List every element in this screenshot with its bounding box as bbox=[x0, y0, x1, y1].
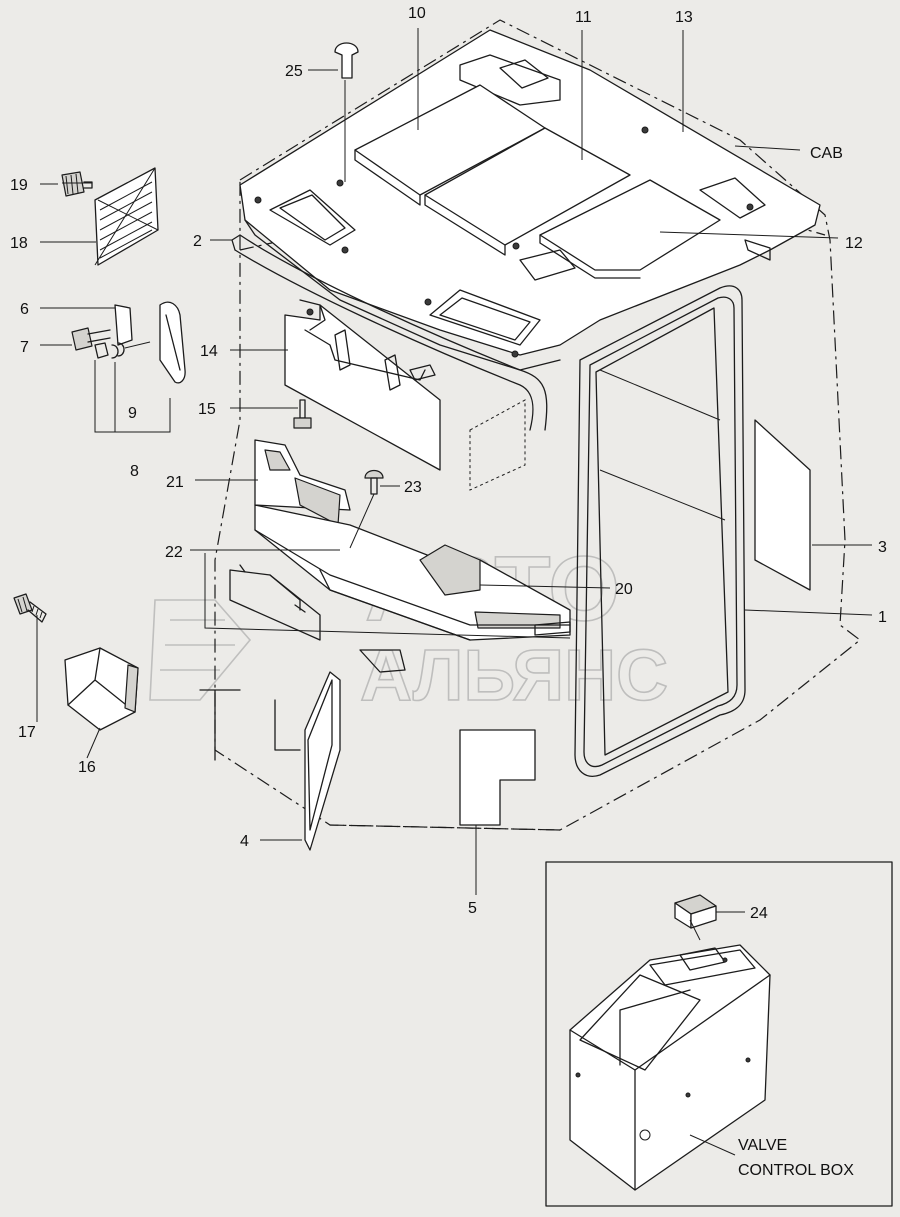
lower-panels bbox=[199, 564, 536, 851]
washer-9 bbox=[111, 344, 119, 359]
bracket-6 bbox=[114, 304, 133, 346]
roof-panel-12 bbox=[539, 179, 721, 271]
callout-1: 1 bbox=[878, 609, 887, 626]
screw-23 bbox=[349, 469, 384, 549]
callout-16: 16 bbox=[78, 759, 96, 776]
roof-hatch bbox=[699, 177, 766, 219]
bolt-7 bbox=[71, 327, 93, 351]
center-vent bbox=[429, 289, 541, 346]
callout-6: 6 bbox=[20, 301, 29, 318]
callout-8: 8 bbox=[130, 463, 139, 480]
screw-15 bbox=[293, 399, 312, 429]
valve-control-box-inset bbox=[545, 861, 893, 1207]
valve-control-box bbox=[569, 944, 771, 1191]
callout-12: 12 bbox=[845, 235, 863, 252]
callout-19: 19 bbox=[10, 177, 28, 194]
callout-21: 21 bbox=[166, 474, 184, 491]
callout-17: 17 bbox=[18, 724, 36, 741]
roof-assembly bbox=[239, 29, 821, 371]
callout-22: 22 bbox=[165, 544, 183, 561]
mirror-assembly bbox=[71, 301, 186, 433]
callout-5: 5 bbox=[468, 900, 477, 917]
inset-frame bbox=[545, 861, 893, 1207]
roof-panel-11 bbox=[424, 127, 631, 246]
callout-25: 25 bbox=[285, 63, 303, 80]
callout-10: 10 bbox=[408, 5, 426, 22]
callout-20: 20 bbox=[615, 581, 633, 598]
front-panel-14 bbox=[284, 299, 441, 471]
callout-23: 23 bbox=[404, 479, 422, 496]
callout-18: 18 bbox=[10, 235, 28, 252]
callout-3: 3 bbox=[878, 539, 887, 556]
callout-11: 11 bbox=[575, 9, 592, 26]
rear-vent bbox=[519, 249, 576, 281]
leader-lines bbox=[36, 28, 873, 1156]
floor-panel-5 bbox=[459, 729, 536, 826]
dash-console bbox=[254, 439, 571, 641]
knob-19 bbox=[61, 171, 93, 197]
callout-15: 15 bbox=[198, 401, 216, 418]
callout-24: 24 bbox=[750, 905, 768, 922]
watermark-line2: АЛЬЯНС bbox=[360, 636, 668, 716]
label-cab: CAB bbox=[810, 145, 843, 162]
callout-labels: 10 11 13 25 CAB 19 2 18 12 6 7 14 9 15 8… bbox=[10, 5, 887, 1179]
label-control-box: CONTROL BOX bbox=[738, 1162, 854, 1179]
cover-16 bbox=[64, 647, 139, 731]
side-panel-4 bbox=[304, 671, 341, 851]
bracket-22 bbox=[229, 569, 321, 641]
side-panel-3 bbox=[754, 419, 811, 591]
watermark-logo-mark bbox=[149, 599, 252, 701]
callout-14: 14 bbox=[200, 343, 218, 360]
bolt-17 bbox=[13, 593, 47, 623]
door-seal bbox=[574, 285, 746, 777]
callout-9: 9 bbox=[128, 405, 137, 422]
grille-18 bbox=[94, 167, 159, 266]
front-vent bbox=[269, 189, 356, 246]
label-valve: VALVE bbox=[738, 1137, 787, 1154]
callout-13: 13 bbox=[675, 9, 693, 26]
callout-4: 4 bbox=[240, 833, 249, 850]
callout-2: 2 bbox=[193, 233, 202, 250]
pin-25 bbox=[334, 42, 359, 79]
callout-7: 7 bbox=[20, 339, 29, 356]
watermark-logo-stripes bbox=[160, 619, 235, 671]
